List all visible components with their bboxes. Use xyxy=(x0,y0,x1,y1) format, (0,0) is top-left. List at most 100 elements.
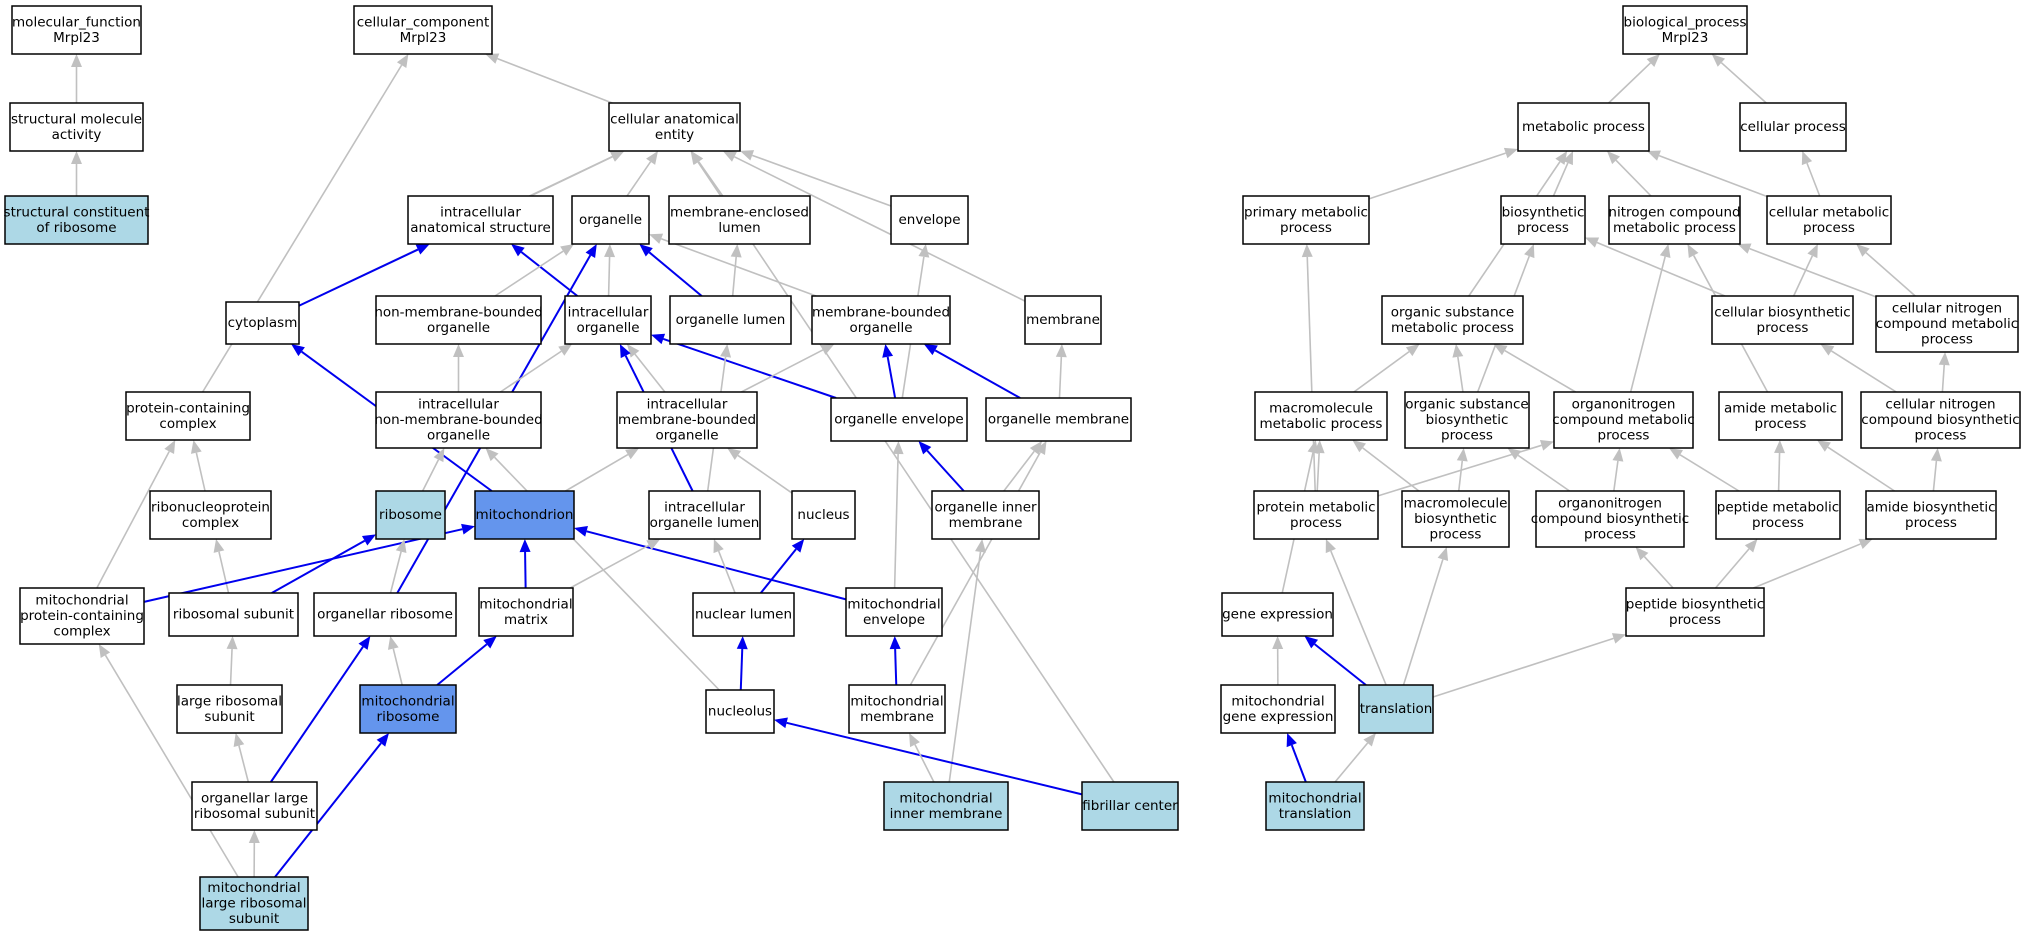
arrowhead xyxy=(882,344,894,358)
term-box xyxy=(1242,195,1370,245)
edge-nl-to-iol xyxy=(713,539,736,594)
arrowhead xyxy=(1612,448,1624,462)
arrowhead xyxy=(190,440,202,454)
term-label-line: Mrpl23 xyxy=(53,30,100,46)
term-label-line: organic substance xyxy=(1391,304,1514,320)
arrowhead xyxy=(453,344,464,357)
arrowhead xyxy=(690,151,703,165)
go-term-oe: organelle envelope xyxy=(830,397,968,442)
edge-mim-to-oim xyxy=(948,539,986,783)
edge-prmp-to-oncmp xyxy=(1377,440,1554,497)
edge-line xyxy=(1865,251,1916,297)
term-box xyxy=(407,195,554,245)
term-label-line: metabolic process xyxy=(1522,119,1645,135)
arrowhead xyxy=(1437,547,1449,562)
edge-pbp-to-abp xyxy=(1753,538,1873,589)
term-label-line: activity xyxy=(52,127,102,143)
arrowhead xyxy=(1816,440,1831,452)
edge-line xyxy=(1792,255,1814,297)
term-label-line: mitochondrial xyxy=(35,593,128,609)
edge-line xyxy=(934,349,1021,399)
edge-cae-to-cc xyxy=(485,53,613,104)
edge-io-to-ias xyxy=(511,244,579,297)
edge-ncmp-to-metp xyxy=(1606,151,1652,197)
term-box xyxy=(176,684,283,734)
edge-line xyxy=(1777,452,1781,492)
arrowhead xyxy=(651,333,666,345)
arrowhead xyxy=(892,441,904,455)
term-box xyxy=(1865,490,1997,540)
term-label-line: cytoplasm xyxy=(228,315,298,331)
term-label-line: large ribosomal xyxy=(177,693,282,709)
term-label-line: organellar large xyxy=(201,790,308,806)
edge-fc-to-nucl xyxy=(774,717,1083,796)
arrowhead xyxy=(713,539,724,554)
term-box xyxy=(1553,391,1694,449)
term-label-line: complex xyxy=(159,416,216,432)
arrowhead xyxy=(98,644,111,658)
go-term-mito: mitochondrion xyxy=(474,490,575,540)
edge-line xyxy=(1830,350,1897,393)
edge-line xyxy=(893,453,899,589)
arrowhead xyxy=(376,733,389,747)
edge-line xyxy=(1402,559,1444,686)
term-label-line: mitochondrial xyxy=(361,693,454,709)
term-label-line: anatomical structure xyxy=(410,220,551,236)
edge-nucl-to-inmbo xyxy=(485,448,720,691)
term-box xyxy=(811,295,951,345)
edge-mtrl-to-mge xyxy=(1286,733,1307,783)
term-box xyxy=(931,490,1040,540)
term-box xyxy=(564,295,652,345)
term-label-line: cellular nitrogen xyxy=(1892,301,2002,317)
go-term-inmbo: intracellularnon-membrane-boundedorganel… xyxy=(374,391,543,449)
edge-trl-to-mbp xyxy=(1402,547,1449,686)
edge-orib-to-ribo xyxy=(389,539,407,594)
term-label-line: Mrpl23 xyxy=(400,30,447,46)
edge-line xyxy=(238,745,250,783)
term-box xyxy=(125,391,251,441)
term-box xyxy=(359,684,457,734)
edge-metp-to-bp xyxy=(1608,54,1660,104)
edge-org-to-cae xyxy=(626,151,658,197)
edge-line xyxy=(195,452,206,492)
term-label-line: non-membrane-bounded xyxy=(374,304,542,320)
arrowhead xyxy=(1606,151,1621,165)
edge-trl-to-pbp xyxy=(1432,633,1626,698)
arrowhead xyxy=(1659,244,1671,258)
term-label-line: primary metabolic xyxy=(1244,204,1368,220)
arrowhead xyxy=(1503,147,1518,159)
term-label-line: process xyxy=(1915,428,1967,444)
term-label-line: Mrpl23 xyxy=(1662,30,1709,46)
edge-line xyxy=(886,356,897,399)
term-box xyxy=(1024,295,1102,345)
arrowhead xyxy=(730,244,742,258)
go-term-ol: organelle lumen xyxy=(669,295,792,345)
arrowhead xyxy=(626,344,640,358)
term-box xyxy=(9,102,144,152)
edge-inmbo-to-io xyxy=(499,344,573,393)
edge-pbp-to-oncbp xyxy=(1635,547,1674,589)
term-label-line: process xyxy=(1290,515,1342,531)
term-box xyxy=(375,295,542,345)
edge-line xyxy=(1596,241,1726,297)
edge-line xyxy=(274,742,382,878)
term-label-line: process xyxy=(1669,612,1721,628)
term-box xyxy=(474,490,575,540)
edge-line xyxy=(1932,460,1938,492)
edge-mmat-to-mito xyxy=(519,539,531,589)
term-label-line: organonitrogen xyxy=(1558,496,1662,512)
term-box xyxy=(1608,195,1741,245)
edge-line xyxy=(717,550,736,594)
arrowhead xyxy=(233,733,245,747)
edge-pepmp-to-oncmp xyxy=(1669,448,1740,492)
term-box xyxy=(1625,587,1765,637)
term-label-line: mitochondrial xyxy=(1268,790,1361,806)
edge-oncbp-to-osbp xyxy=(1507,448,1571,492)
